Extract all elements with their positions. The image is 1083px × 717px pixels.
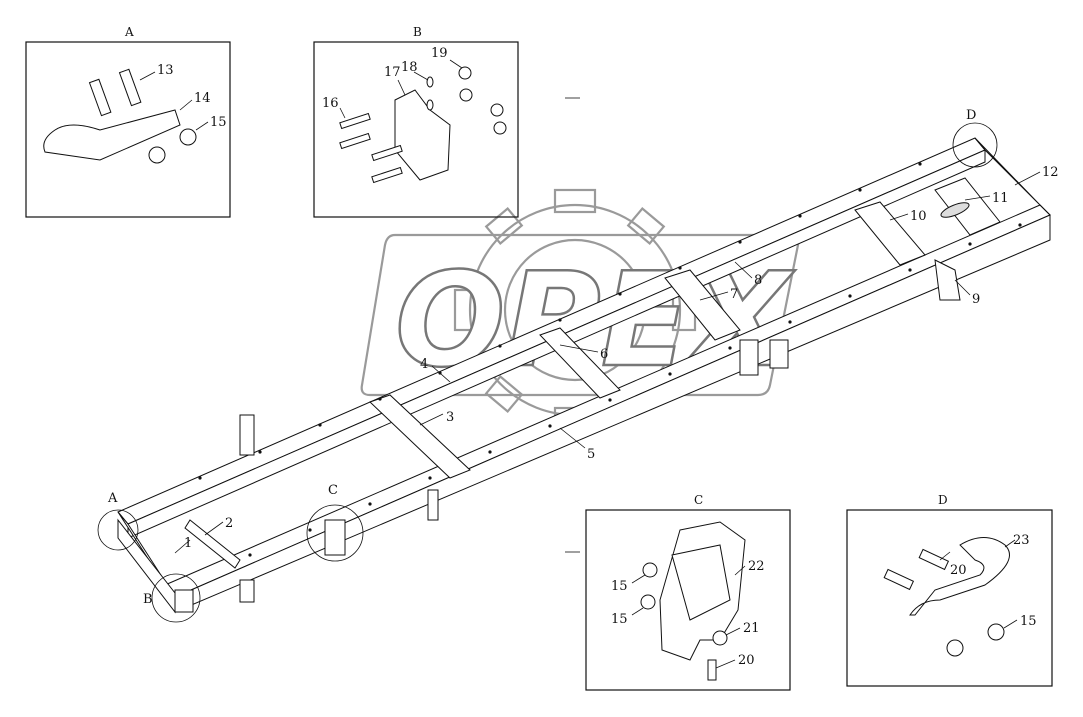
mid-hanger-2 xyxy=(769,339,789,369)
spring-hanger-front-left xyxy=(239,414,255,456)
marker-label-b: B xyxy=(143,592,153,607)
inset-b-title: B xyxy=(413,25,422,39)
inset-a: A 13 14 15 xyxy=(25,25,231,218)
nut-15a xyxy=(148,146,166,164)
bracket-b-2 xyxy=(239,579,255,603)
inset-c: C 15 15 20 21 22 xyxy=(585,493,791,691)
marker-label-a: A xyxy=(107,491,118,506)
crossmember-7 xyxy=(664,269,741,341)
bolt-16d xyxy=(371,166,403,184)
inset-b-callout-18: 18 xyxy=(401,60,418,75)
bolt-16a xyxy=(339,112,371,130)
callout-4: 4 xyxy=(420,357,428,372)
marker-circle-c xyxy=(306,504,364,562)
inset-d-title: D xyxy=(938,493,948,507)
marker-label-d: D xyxy=(966,108,976,123)
nut-19d xyxy=(493,121,507,135)
bolt-13a xyxy=(88,78,112,117)
tow-hook-23 xyxy=(909,537,1010,616)
marker-circle-a xyxy=(97,509,139,551)
callout-2: 2 xyxy=(225,516,233,531)
inset-b-callout-17: 17 xyxy=(384,65,401,80)
chassis-frame xyxy=(117,137,1051,614)
inset-c-callout-21: 21 xyxy=(743,621,760,636)
nut-19b xyxy=(459,88,473,102)
spring-hanger-mid xyxy=(427,489,439,521)
callout-1: 1 xyxy=(184,536,192,551)
inset-b-frame xyxy=(313,41,519,218)
inset-d-frame xyxy=(846,509,1053,687)
bolt-20b xyxy=(918,548,950,571)
bracket-17 xyxy=(394,89,451,181)
callout-10: 10 xyxy=(910,209,927,224)
callout-7: 7 xyxy=(730,287,738,302)
nut-15e xyxy=(946,639,964,657)
callout-9: 9 xyxy=(972,292,980,307)
inset-a-title: A xyxy=(124,25,134,39)
inset-a-callout-13: 13 xyxy=(157,63,174,78)
bracket-22-inner xyxy=(671,544,731,621)
inset-b-callout-16: 16 xyxy=(322,96,339,111)
washer-18a xyxy=(426,76,434,88)
callout-3: 3 xyxy=(446,410,454,425)
inset-c-callout-15b: 15 xyxy=(611,612,628,627)
nut-19c xyxy=(490,103,504,117)
inset-c-callout-15a: 15 xyxy=(611,579,628,594)
inset-d-callout-23: 23 xyxy=(1013,533,1030,548)
nut-21 xyxy=(712,630,728,646)
crossmember-10 xyxy=(854,201,926,266)
rear-hanger-9 xyxy=(934,259,961,301)
bolt-16b xyxy=(339,132,371,150)
nut-15f xyxy=(987,623,1005,641)
tow-hook-14 xyxy=(43,109,181,161)
inset-c-callout-20: 20 xyxy=(738,653,755,668)
inset-a-callout-15: 15 xyxy=(210,115,227,130)
inset-c-callout-22: 22 xyxy=(748,559,765,574)
callout-6: 6 xyxy=(600,347,608,362)
marker-circle-d xyxy=(952,122,998,168)
callout-5: 5 xyxy=(587,447,595,462)
bracket-c xyxy=(324,519,346,556)
bolt-20a xyxy=(883,568,915,591)
nut-15b xyxy=(179,128,197,146)
inset-b-callout-19: 19 xyxy=(431,46,448,61)
bracket-b xyxy=(174,589,194,613)
inset-c-title: C xyxy=(694,493,703,507)
inset-a-frame xyxy=(25,41,231,218)
inset-b: B 16 17 18 19 xyxy=(313,25,519,218)
main-callouts: 1 2 3 4 5 6 7 8 9 10 11 12 xyxy=(174,165,1059,554)
nut-19a xyxy=(458,66,472,80)
inset-d-callout-15: 15 xyxy=(1020,614,1037,629)
bolt-13b xyxy=(118,68,142,107)
bolt-20 xyxy=(707,659,717,681)
callout-11: 11 xyxy=(992,191,1009,206)
marker-label-c: C xyxy=(328,483,338,498)
inset-d-callout-20: 20 xyxy=(950,563,967,578)
inset-d: D 20 23 15 xyxy=(846,493,1053,687)
mid-hanger xyxy=(739,339,759,376)
crossmember-6 xyxy=(539,327,621,399)
marker-circle-b xyxy=(151,573,201,623)
callout-12: 12 xyxy=(1042,165,1059,180)
nut-15d xyxy=(640,594,656,610)
callout-8: 8 xyxy=(754,273,762,288)
crossmember-slot xyxy=(940,202,970,218)
stabilizer-2 xyxy=(184,519,241,569)
nut-15c xyxy=(642,562,658,578)
inset-c-frame xyxy=(585,509,791,691)
detail-markers: A B C D xyxy=(97,108,998,623)
rear-crossmember xyxy=(974,137,1051,216)
crossmember-3 xyxy=(369,394,471,479)
bolt-16c xyxy=(371,144,403,162)
inset-a-callout-14: 14 xyxy=(194,91,211,106)
washer-18b xyxy=(426,99,434,111)
